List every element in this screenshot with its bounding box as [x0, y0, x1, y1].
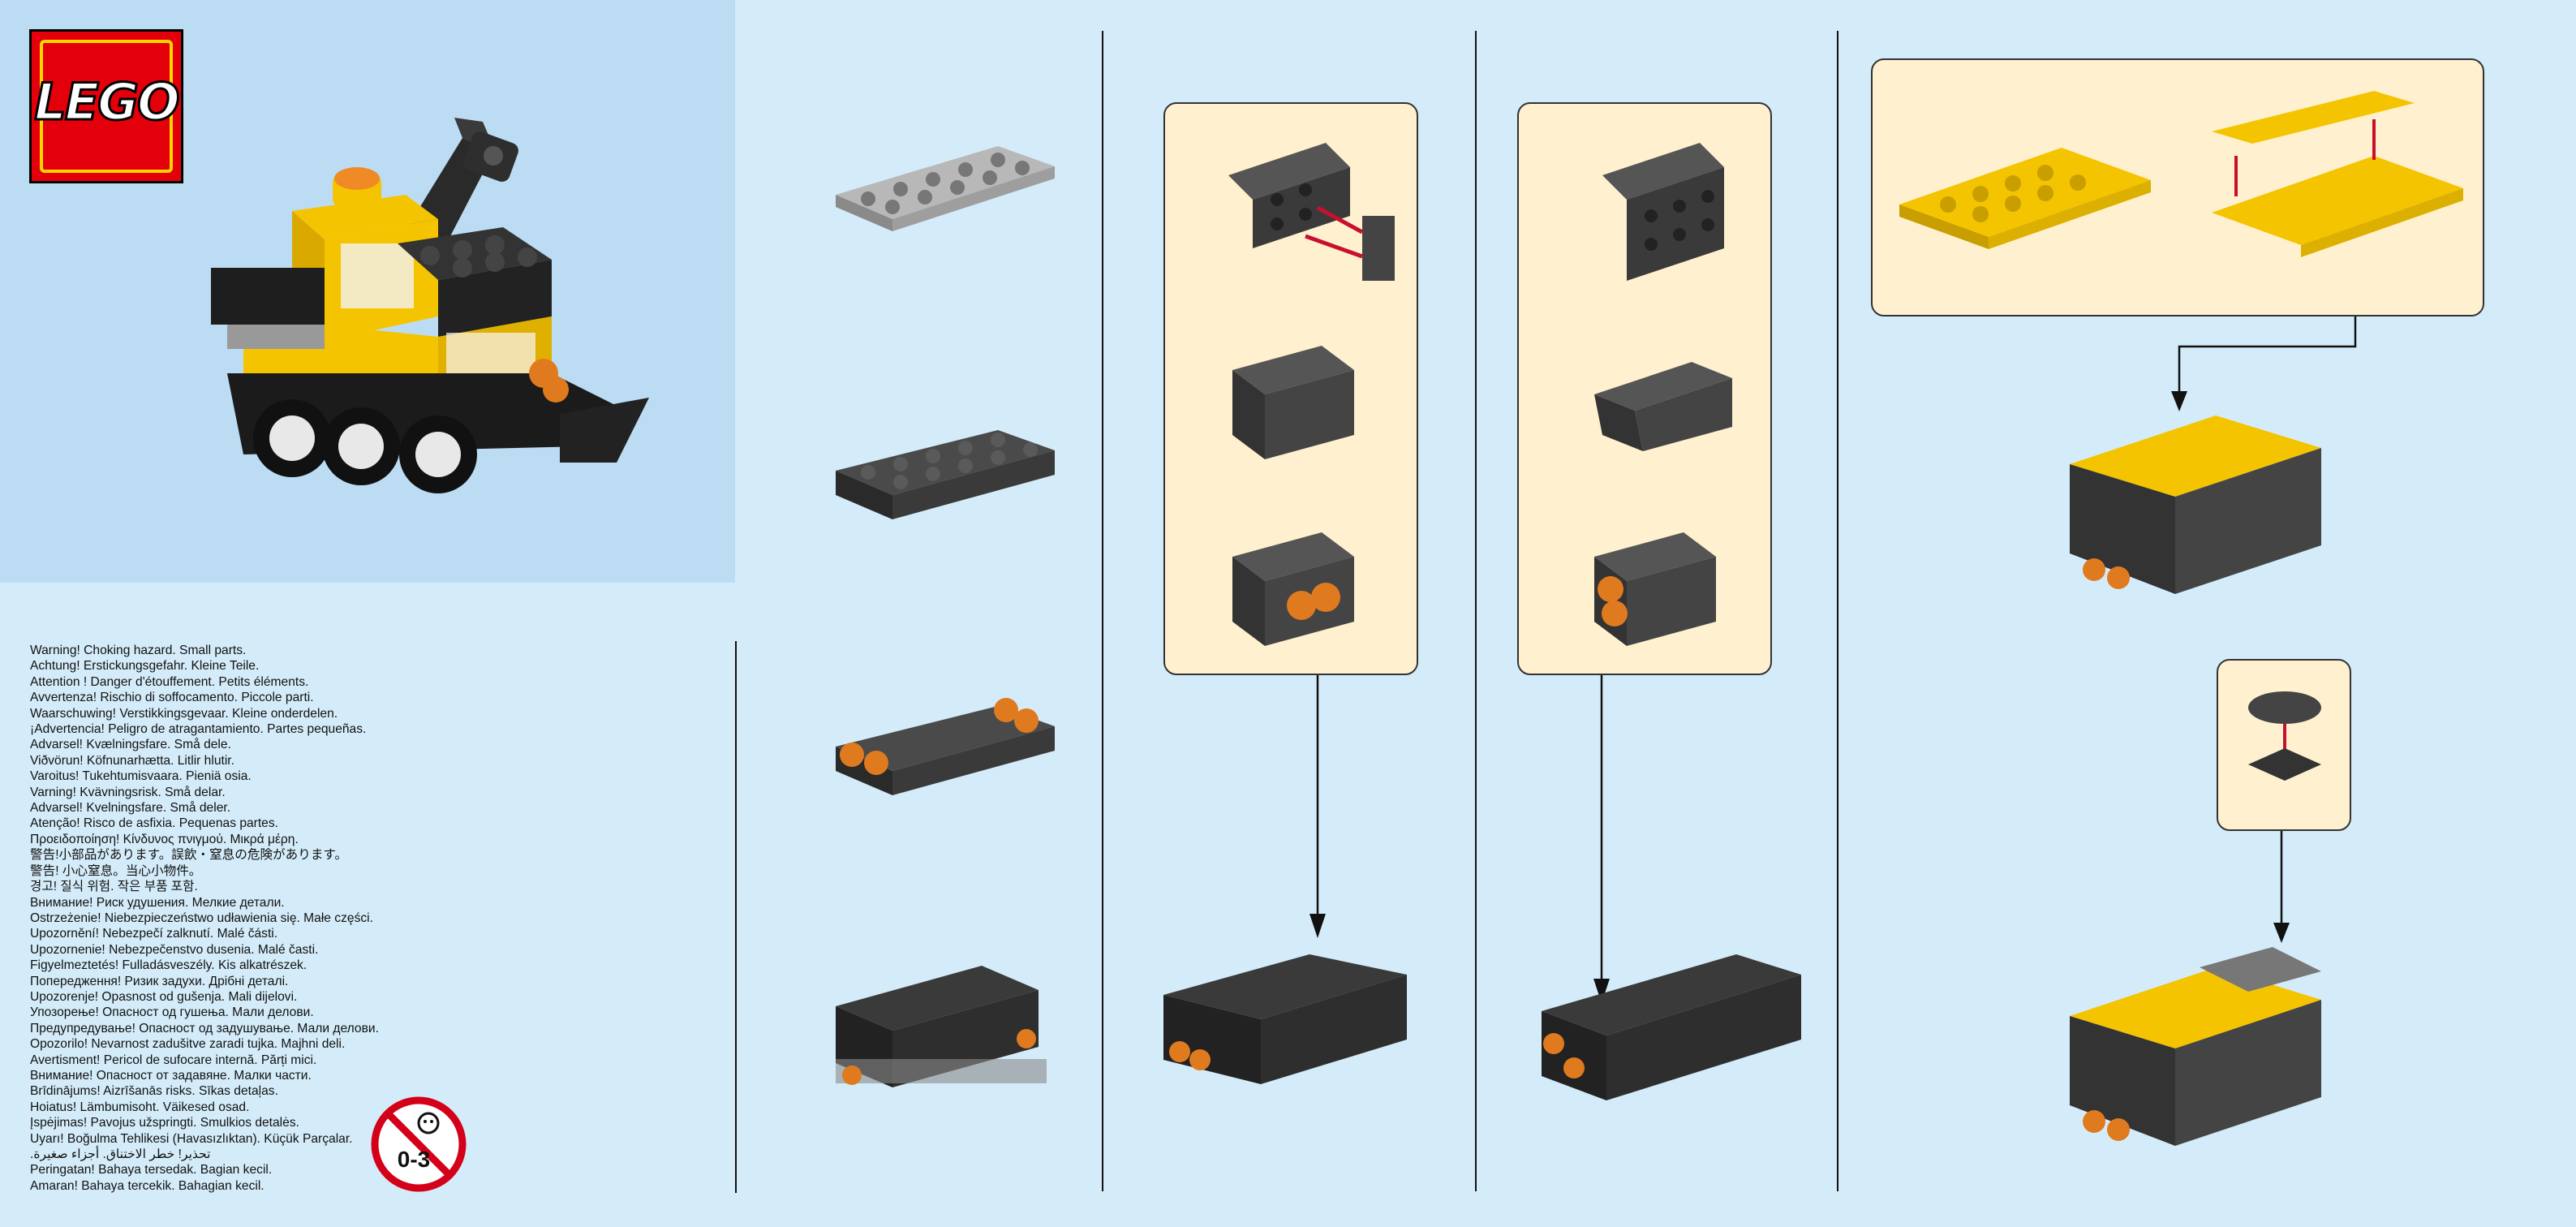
column-divider: [1837, 31, 1838, 1191]
step-arrow-head: [2273, 923, 2290, 943]
hero-area: LEGO: [0, 0, 735, 583]
warning-line: 警告!小部品があります。誤飲・窒息の危険があります。: [30, 848, 348, 863]
warning-line: Avertisment! Pericol de sufocare internă…: [30, 1053, 317, 1067]
step-arrow-head: [1310, 914, 1326, 938]
warning-line: Viðvörun! Köfnunarhætta. Litlir hlutir.: [30, 753, 234, 768]
step-arrow-head: [2171, 391, 2187, 411]
plate-part: [1594, 362, 1732, 451]
small-subassembly: [2248, 691, 2321, 781]
warning-line: Upozornenie! Nebezpečenstvo dusenia. Mal…: [30, 942, 319, 957]
warning-line: ¡Advertencia! Peligro de atragantamiento…: [30, 722, 367, 737]
step-arrow-head: [1593, 979, 1610, 1003]
warning-line: Ostrzeżenie! Niebezpieczeństwo udławieni…: [30, 911, 373, 925]
dark-base-stacked: [836, 966, 1047, 1087]
warning-line: Brīdinājums! Aizrīšanās risks. Sīkas det…: [30, 1084, 278, 1099]
bracket-part-orange: [1232, 532, 1354, 646]
column-divider: [1102, 31, 1103, 1191]
chassis: [227, 359, 649, 493]
cab: [292, 167, 438, 341]
warning-text-block: Warning! Choking hazard. Small parts. Ac…: [30, 643, 484, 1194]
warning-line: Opozorilo! Nevarnost zadušitve zaradi tu…: [30, 1037, 346, 1052]
gray-plate: [836, 146, 1055, 231]
warning-line: Предупредување! Опасност од задушување. …: [30, 1021, 379, 1035]
warning-line: Uyarı! Boğulma Tehlikesi (Havasızlıktan)…: [30, 1131, 353, 1146]
lego-logo: LEGO: [29, 29, 183, 183]
column-divider: [735, 641, 737, 1193]
warning-line: Peringatan! Bahaya tersedak. Bagian keci…: [30, 1163, 273, 1177]
warning-line: Hoiatus! Lämbumisoht. Väikesed osad.: [30, 1100, 250, 1114]
warning-line: Waarschuwing! Verstikkingsgevaar. Kleine…: [30, 706, 338, 721]
warning-line: Figyelmeztetés! Fulladásveszély. Kis alk…: [30, 958, 307, 973]
warning-line: 警告! 小心窒息。当心小物件。: [30, 863, 202, 878]
warning-line: Įspėjimas! Pavojus užspringti. Smulkios …: [30, 1116, 299, 1130]
warning-line: Упозорење! Опасност од гушења. Мали дело…: [30, 1005, 314, 1020]
yellow-plate-with-rails: [2212, 91, 2463, 257]
dark-base-orange: [836, 698, 1055, 795]
step-arrow: [2178, 316, 2357, 399]
step-column-2: [1163, 143, 1407, 1084]
lego-logo-text: LEGO: [33, 71, 181, 133]
warning-line: Achtung! Erstickungsgefahr. Kleine Teile…: [30, 659, 260, 674]
warning-line: Varoitus! Tukehtumisvaara. Pieniä osia.: [30, 769, 252, 784]
warning-line: Внимание! Опасност от задавяне. Малки ча…: [30, 1068, 312, 1083]
column-divider: [1475, 31, 1477, 1191]
dark-base: [836, 430, 1055, 519]
bracket-part: [1232, 346, 1354, 459]
crane-truck-model: [211, 118, 649, 493]
warning-line: تحذير! خطر الاختناق. أجزاء صغيرة.: [30, 1147, 211, 1161]
warning-line: Advarsel! Kvelningsfare. Små deler.: [30, 801, 231, 816]
warning-line: Amaran! Bahaya tercekik. Bahagian kecil.: [30, 1178, 264, 1193]
warning-line: Advarsel! Kvælningsfare. Små dele.: [30, 738, 231, 752]
age-badge-text: 0-3: [398, 1147, 430, 1172]
warning-line: 경고! 질식 위험. 작은 부품 포함.: [30, 880, 198, 894]
warning-line: Внимание! Риск удушения. Мелкие детали.: [30, 895, 285, 910]
warning-line: Warning! Choking hazard. Small parts.: [30, 644, 247, 657]
warning-line: Upozornění! Nebezpečí zalknutí. Malé čás…: [30, 927, 278, 941]
warning-line: Upozorenje! Opasnost od gušenja. Mali di…: [30, 989, 298, 1004]
warning-line: Προειδοποίηση! Κίνδυνος πνιγμού. Μικρά μ…: [30, 832, 299, 846]
plate-part-orange: [1594, 532, 1716, 646]
warning-line: Попередження! Ризик задухи. Дрібні детал…: [30, 974, 289, 988]
assembled-base: [1163, 954, 1407, 1084]
warning-line: Varning! Kvävningsrisk. Små delar.: [30, 785, 226, 799]
step-column-3: [1542, 143, 1801, 1100]
assembled-yellow-body: [2070, 415, 2321, 594]
final-assembly: [2070, 947, 2321, 1146]
yellow-plate: [1899, 148, 2151, 249]
no-under-3-icon: 0-3: [371, 1096, 467, 1192]
warning-line: Atenção! Risco de asfixia. Pequenas part…: [30, 816, 278, 831]
step-column-4: [1899, 91, 2463, 1146]
assembled-base: [1542, 954, 1801, 1100]
step-column-1: [836, 146, 1055, 1087]
rear-block: [398, 227, 552, 337]
bracket-part: [1228, 143, 1395, 281]
plate-part: [1602, 143, 1724, 281]
warning-line: Avvertenza! Rischio di soffocamento. Pic…: [30, 691, 314, 705]
warning-line: Attention ! Danger d'étouffement. Petits…: [30, 674, 309, 689]
